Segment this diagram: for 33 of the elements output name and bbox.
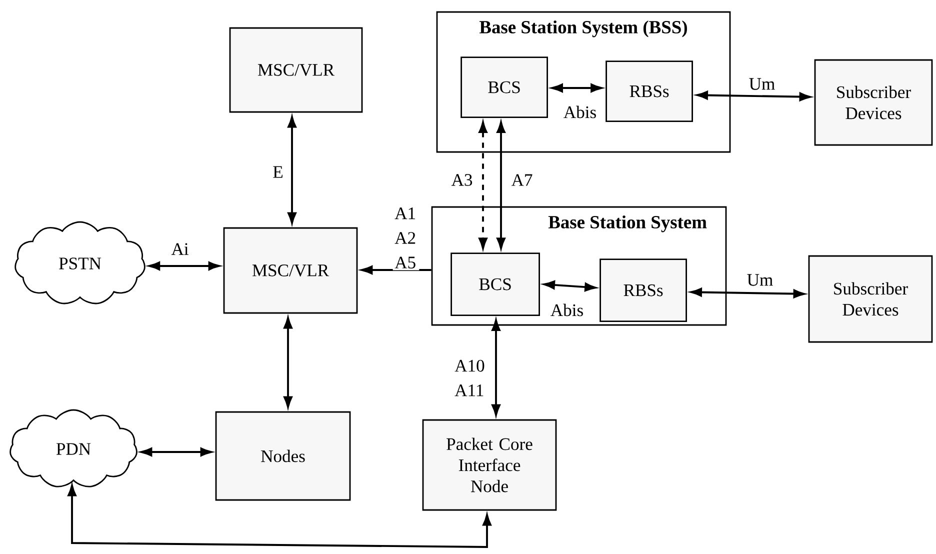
edge-label: Abis	[562, 104, 598, 120]
arrow	[496, 121, 506, 250]
process-box: BCS	[450, 252, 540, 316]
edge-label: Um	[747, 76, 777, 92]
edge-label: Abis	[548, 302, 586, 318]
edge-label: A3	[450, 172, 474, 188]
edge-label: E	[270, 164, 286, 180]
arrow	[148, 262, 220, 270]
process-box: Subscriber Devices	[808, 255, 933, 343]
arrow	[140, 448, 212, 456]
process-box: RBSs	[600, 258, 687, 322]
process-box: Packet Core Interface Node	[422, 419, 557, 511]
arrow	[543, 280, 596, 292]
process-box: MSC/VLR	[229, 27, 363, 113]
process-box: RBSs	[606, 60, 693, 122]
edge-label: A1 A2 A5	[392, 206, 420, 270]
arrow	[696, 90, 811, 102]
process-box: Subscriber Devices	[814, 59, 933, 146]
process-box: MSC/VLR	[223, 227, 358, 314]
edge-label: A7	[510, 172, 534, 188]
arrow	[690, 288, 805, 298]
arrow	[551, 84, 602, 92]
network-cloud: PSTN	[14, 221, 146, 304]
arrow	[284, 317, 292, 408]
edge-label: A10 A11	[452, 358, 484, 398]
arrow	[361, 266, 432, 274]
process-box: Nodes	[215, 411, 351, 501]
process-box: BCS	[460, 56, 548, 118]
arrow	[478, 121, 488, 250]
edge-label: Um	[745, 272, 775, 288]
network-cloud: PDN	[10, 409, 138, 488]
edge-label: Ai	[169, 241, 191, 257]
arrow	[68, 484, 492, 548]
